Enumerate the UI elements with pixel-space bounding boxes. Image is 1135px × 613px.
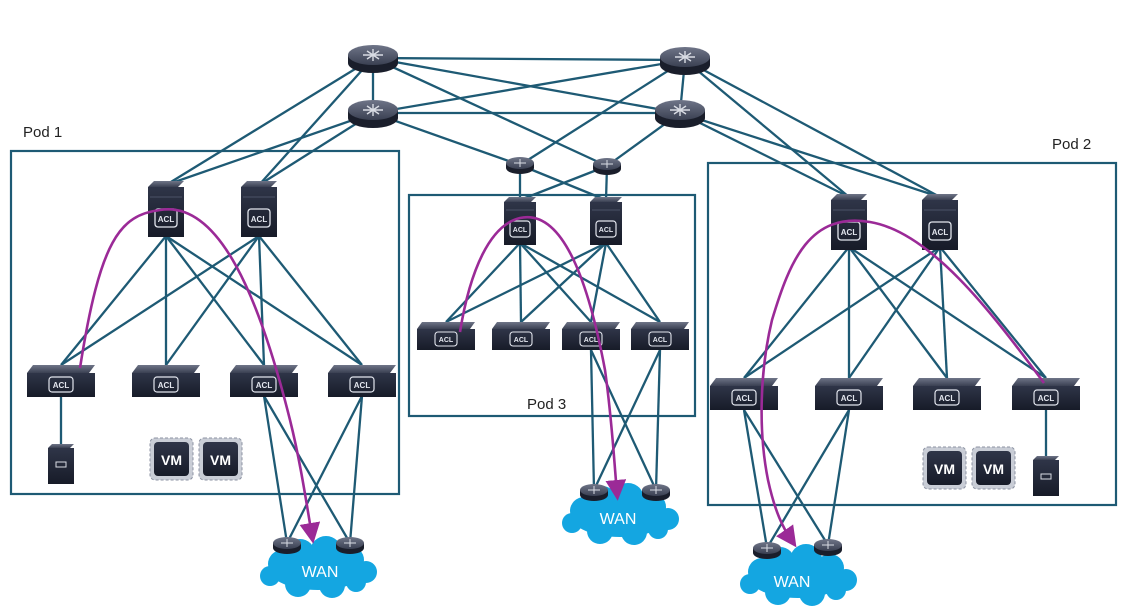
vm-label: VM [161,452,182,468]
spine-switch-icon: ACL [831,194,867,250]
pod-1-traffic-path [78,208,321,544]
vm-label: VM [934,461,955,477]
router-icon [642,484,670,501]
leaf-switch-icon: ACL [417,322,475,350]
vm-icon: VM [198,437,243,481]
pod-3-box [407,193,697,418]
acl-label: ACL [251,215,268,224]
acl-label: ACL [256,381,273,390]
vm-icon: VM [149,437,194,481]
pod-2-traffic-path [760,219,1046,548]
wan-label: WAN [600,511,637,528]
virtual-machines: VM VM VM VM [149,437,1016,490]
spine-switch-icon: ACL [590,197,622,245]
server-icon [1033,456,1059,496]
ipn-routers [348,45,710,175]
acl-label: ACL [841,394,858,403]
spine-switch-icon: ACL [241,181,277,237]
acl-label: ACL [439,337,454,344]
leaf-switch-icon: ACL [815,378,883,410]
acl-label: ACL [939,394,956,403]
pod-1-box [9,149,401,496]
acl-label: ACL [653,337,668,344]
acl-label: ACL [1038,394,1055,403]
router-icon [660,47,710,75]
acl-label: ACL [841,228,858,237]
acl-label: ACL [932,228,949,237]
pod-labels: Pod 1 Pod 2 Pod 3 [23,124,1091,413]
leaf-switch-icon: ACL [492,322,550,350]
vm-label: VM [210,452,231,468]
spine-switch-icon: ACL [922,194,958,250]
acl-label: ACL [599,227,614,234]
leaf-switch-icon: ACL [328,365,396,397]
traffic-paths [78,208,1046,548]
wan-label: WAN [302,564,339,581]
pod-2-box [706,161,1118,507]
router-icon [273,537,301,554]
wan-label: WAN [774,574,811,591]
router-icon [348,100,398,128]
servers [48,444,1059,496]
router-icon [580,484,608,501]
router-icon [348,45,398,73]
router-icon [753,542,781,559]
pod-boxes [9,149,1118,507]
acl-label: ACL [514,337,529,344]
acl-label: ACL [736,394,753,403]
leaf-switch-icon: ACL [710,378,778,410]
acl-label: ACL [53,381,70,390]
wan-cloud-icon: WAN [740,544,857,606]
vm-icon: VM [922,446,967,490]
router-icon [655,100,705,128]
pod-1-label: Pod 1 [23,124,62,141]
spine-switches: ACL ACL ACL ACL ACL [148,181,958,250]
acl-label: ACL [354,381,371,390]
router-icon [593,158,621,175]
vm-icon: VM [971,446,1016,490]
router-icon [506,157,534,174]
spine-switch-icon: ACL [504,197,536,245]
wan-cloud-icon: WAN [562,483,679,545]
leaf-switches: ACL ACL ACL ACL ACL [27,322,1080,410]
leaf-switch-icon: ACL [562,322,620,350]
acl-label: ACL [584,337,599,344]
vm-label: VM [983,461,1004,477]
leaf-switch-icon: ACL [1012,378,1080,410]
links [59,56,1048,549]
pod-3-label: Pod 3 [527,396,566,413]
leaf-switch-icon: ACL [913,378,981,410]
wan-edge-routers [273,484,842,559]
server-icon [48,444,74,484]
pod-3-traffic-path [458,215,627,501]
leaf-switch-icon: ACL [132,365,200,397]
pod-2-label: Pod 2 [1052,136,1091,153]
router-icon [336,537,364,554]
leaf-switch-icon: ACL [631,322,689,350]
router-icon [814,539,842,556]
acl-label: ACL [158,215,175,224]
acl-label: ACL [158,381,175,390]
leaf-switch-icon: ACL [27,365,95,397]
leaf-switch-icon: ACL [230,365,298,397]
acl-label: ACL [513,227,528,234]
